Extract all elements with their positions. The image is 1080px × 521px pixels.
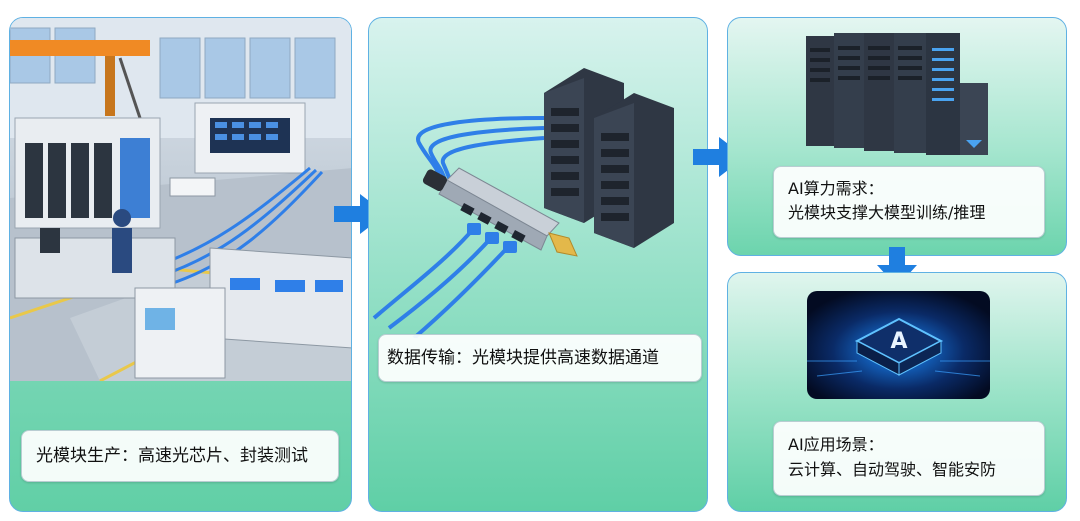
application-panel: A AI应用场景： 云计算、自动驾驶、智能安防 [727,272,1067,512]
server-rack-illustration [798,28,998,160]
application-caption-title: AI应用场景： [788,432,1030,457]
application-caption: AI应用场景： 云计算、自动驾驶、智能安防 [773,421,1045,496]
factory-illustration [10,18,352,381]
production-caption: 光模块生产：高速光芯片、封装测试 [21,430,339,482]
optical-module-illustration [369,18,708,338]
application-caption-body: 云计算、自动驾驶、智能安防 [788,457,1030,482]
transmission-caption: 数据传输：光模块提供高速数据通道 [378,334,702,382]
transmission-panel: 数据传输：光模块提供高速数据通道 [368,17,708,512]
compute-caption-title: AI算力需求： [788,177,1030,201]
ai-chip-illustration: A [807,291,990,399]
compute-caption: AI算力需求： 光模块支撑大模型训练/推理 [773,166,1045,238]
chip-label: A [890,329,907,354]
compute-panel: AI算力需求： 光模块支撑大模型训练/推理 [727,17,1067,256]
compute-caption-body: 光模块支撑大模型训练/推理 [788,201,1030,225]
production-panel: 光模块生产：高速光芯片、封装测试 [9,17,352,512]
